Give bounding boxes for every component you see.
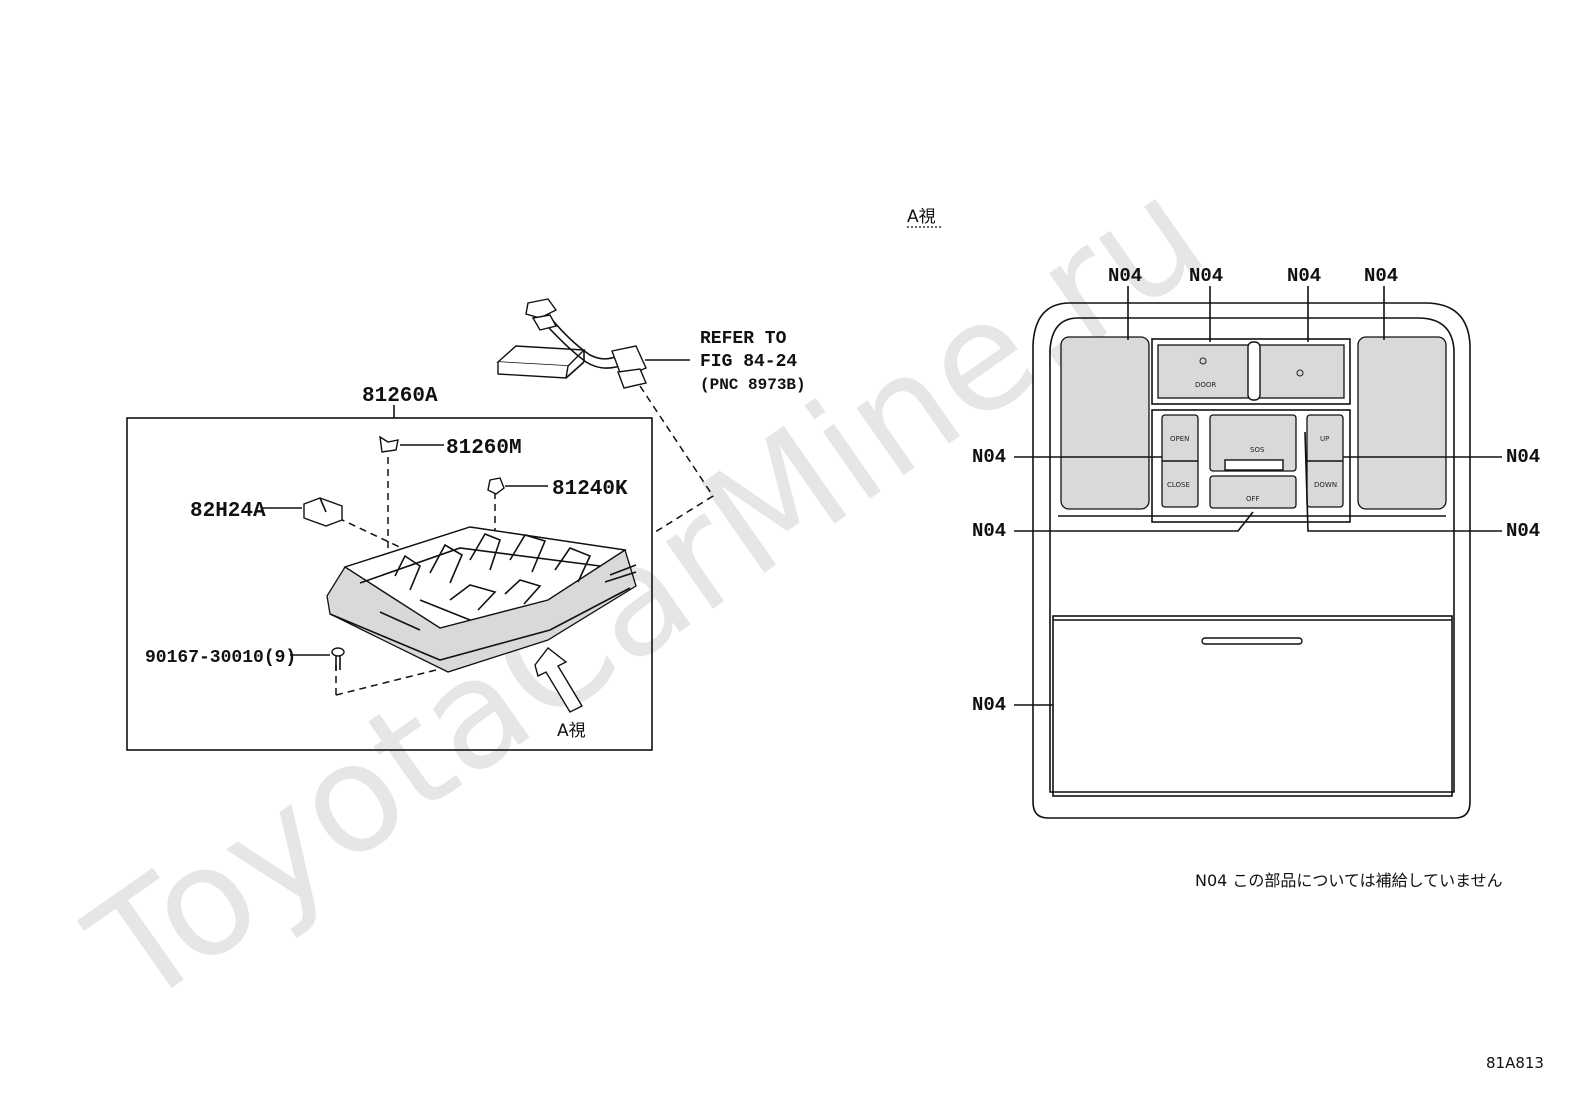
n04-callouts: N04 N04 N04 N04 N04 N04 N04 N04 N04 <box>972 265 1540 716</box>
refer-text-line2: FIG 84-24 <box>700 352 797 372</box>
bracket-82H24A <box>262 497 343 527</box>
n04-label-right-1: N04 <box>1506 446 1540 468</box>
door-text: DOOR <box>1195 381 1216 389</box>
exploded-view: 81260A REFER TO FIG 84-24 (PNC 8973B) <box>126 298 806 751</box>
footnote: N04 この部品については補給していません <box>1195 871 1503 890</box>
label-82H24A: 82H24A <box>190 500 266 523</box>
view-a: A視 DOOR OPEN CLOSE SOS OFF UP DOWN <box>907 207 1540 890</box>
refer-text-line3: (PNC 8973B) <box>700 376 806 394</box>
refer-text-line1: REFER TO <box>700 329 787 349</box>
n04-label-right-2: N04 <box>1506 520 1540 542</box>
label-90167-30010: 90167-30010(9) <box>145 648 296 668</box>
view-title: A視 <box>907 207 936 227</box>
screw-90167 <box>290 647 345 670</box>
open-text: OPEN <box>1170 435 1189 443</box>
label-81260M: 81260M <box>446 437 522 460</box>
wire-harness <box>496 298 647 389</box>
close-text: CLOSE <box>1167 481 1190 489</box>
clip-81260M <box>379 435 444 453</box>
figure-code: 81A813 <box>1486 1054 1544 1072</box>
n04-label-top-1: N04 <box>1108 265 1142 287</box>
sos-panel <box>1209 414 1297 472</box>
n04-label-top-3: N04 <box>1287 265 1321 287</box>
door-switch <box>1157 344 1253 399</box>
n04-label-left-1: N04 <box>972 446 1006 468</box>
socket-81240K <box>487 477 548 495</box>
n04-label-left-3: N04 <box>972 694 1006 716</box>
down-text: DOWN <box>1314 481 1337 489</box>
lamp-housing <box>326 526 637 673</box>
view-arrow-label: A視 <box>557 721 586 741</box>
label-81240K: 81240K <box>552 478 628 501</box>
n04-label-left-2: N04 <box>972 520 1006 542</box>
assembly-frame <box>126 417 653 751</box>
label-81260A: 81260A <box>362 385 438 408</box>
right-lamp-lens <box>1357 336 1447 510</box>
watermark: ToyotaCarMine.ru <box>60 145 1234 1040</box>
view-arrow <box>534 647 583 713</box>
sos-text: SOS <box>1250 446 1265 454</box>
n04-label-top-2: N04 <box>1189 265 1223 287</box>
left-lamp-lens <box>1060 336 1150 510</box>
off-text: OFF <box>1246 495 1260 503</box>
off-switch <box>1209 475 1297 509</box>
up-text: UP <box>1320 435 1329 443</box>
sunglass-holder <box>1052 615 1453 797</box>
map-switch <box>1257 344 1345 399</box>
n04-label-top-4: N04 <box>1364 265 1398 287</box>
